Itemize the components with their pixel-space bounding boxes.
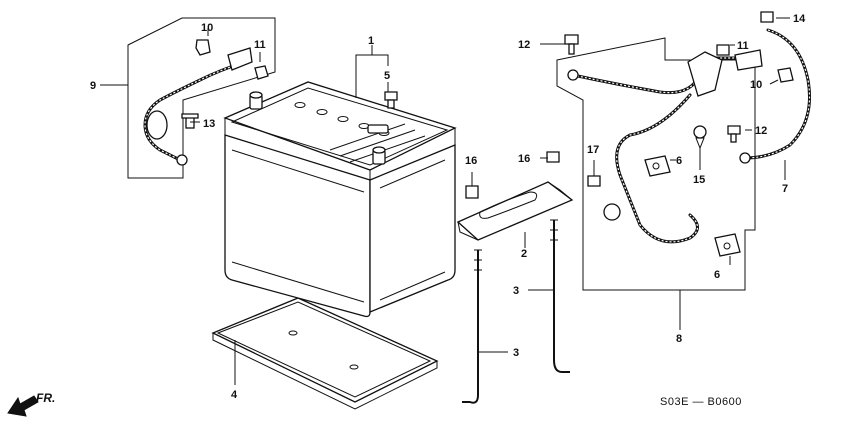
holder-6-upper[interactable] xyxy=(644,155,671,177)
nut-17[interactable] xyxy=(587,175,601,187)
callout-5[interactable]: 5 xyxy=(384,70,390,82)
callout-7[interactable]: 7 xyxy=(782,183,788,195)
callout-11[interactable]: 11 xyxy=(737,40,749,52)
nut-11-right[interactable] xyxy=(716,44,730,56)
callout-12[interactable]: 12 xyxy=(518,39,530,51)
callout-4[interactable]: 4 xyxy=(231,389,238,401)
callout-3[interactable]: 3 xyxy=(513,285,519,297)
starter-cable[interactable] xyxy=(739,28,812,164)
callout-10[interactable]: 10 xyxy=(750,79,762,91)
callout-9[interactable]: 9 xyxy=(90,80,96,92)
callout-11[interactable]: 11 xyxy=(254,39,266,51)
callout-12[interactable]: 12 xyxy=(755,125,767,137)
nut-16-left[interactable] xyxy=(465,185,479,199)
bolt-10-right[interactable] xyxy=(777,67,794,83)
bolt-10-left[interactable] xyxy=(195,39,211,56)
nut-16-right[interactable] xyxy=(546,151,560,163)
callout-6[interactable]: 6 xyxy=(714,269,720,281)
bolt-12-top[interactable] xyxy=(564,34,579,55)
bolt-5[interactable] xyxy=(384,91,398,109)
callout-8[interactable]: 8 xyxy=(676,333,682,345)
callout-labels: 1 2 3 3 4 5 6 6 7 8 9 10 10 11 11 12 12 … xyxy=(90,13,806,401)
callout-10[interactable]: 10 xyxy=(201,22,213,34)
diagram-code: S03E — B0600 xyxy=(660,396,742,408)
front-arrow-icon: FR. xyxy=(7,391,55,417)
leader-lines xyxy=(100,17,790,385)
holder-6-lower[interactable] xyxy=(714,233,741,257)
front-arrow-label: FR. xyxy=(36,391,55,405)
callout-14[interactable]: 14 xyxy=(793,13,806,25)
nut-14[interactable] xyxy=(760,11,774,23)
callout-2[interactable]: 2 xyxy=(521,248,527,260)
hold-down-rod-right[interactable] xyxy=(550,219,570,373)
negative-cable[interactable] xyxy=(127,17,276,179)
nut-11-left[interactable] xyxy=(254,65,269,80)
callout-3[interactable]: 3 xyxy=(513,347,519,359)
hold-down-rod-left[interactable] xyxy=(462,249,482,404)
bolt-12-right[interactable] xyxy=(727,125,741,143)
callout-16[interactable]: 16 xyxy=(465,155,477,167)
callout-6[interactable]: 6 xyxy=(676,155,682,167)
callout-13[interactable]: 13 xyxy=(203,118,215,130)
callout-15[interactable]: 15 xyxy=(693,174,705,186)
clip-15[interactable] xyxy=(693,125,707,150)
bolt-13[interactable] xyxy=(181,113,199,129)
battery-tray[interactable] xyxy=(211,297,439,410)
callout-16[interactable]: 16 xyxy=(518,153,530,165)
battery-setting-plate[interactable] xyxy=(456,181,574,241)
battery[interactable] xyxy=(223,81,457,318)
callout-1[interactable]: 1 xyxy=(368,35,374,47)
callout-17[interactable]: 17 xyxy=(587,144,599,156)
positive-cable-assembly[interactable] xyxy=(556,37,763,291)
